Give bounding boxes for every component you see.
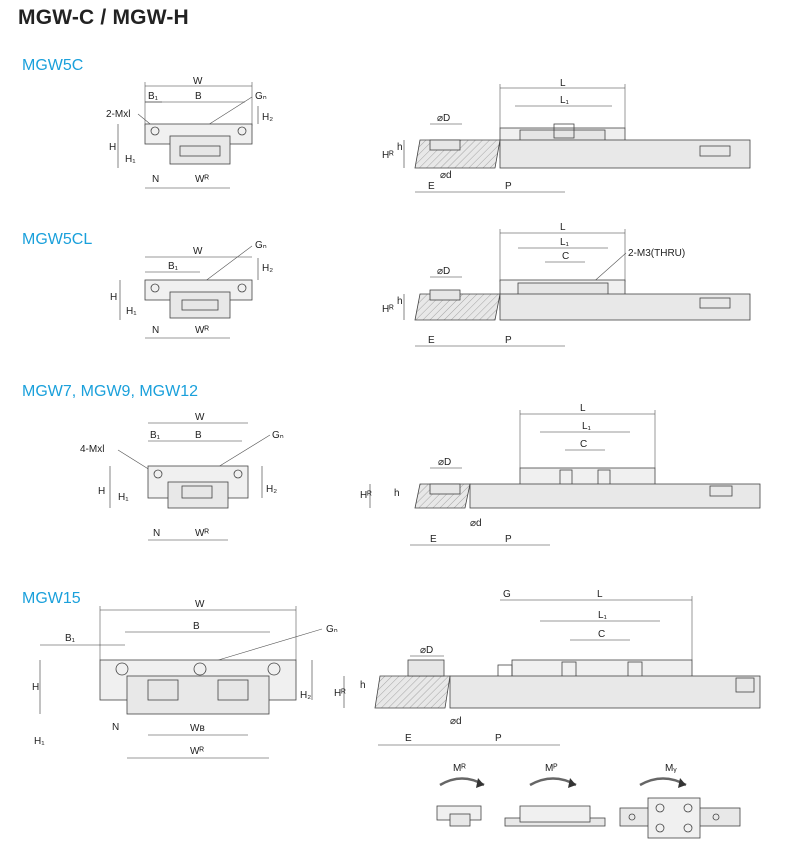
moment-mp-figure: Mᴾ [504,763,606,827]
dim-e-label: E [405,733,412,744]
dim-p-label: P [505,181,512,192]
dim-c-label: C [580,439,587,450]
dim-d-label: ⌀D [438,457,451,468]
dim-w-label: W [195,412,205,423]
mgw5c-side-view: L L₁ ⌀D Hᴿ h ⌀d E P [382,78,751,193]
moment-mr-label: Mᴿ [453,763,466,774]
dim-d-label: ⌀D [437,113,450,124]
moment-mp-label: Mᴾ [545,763,558,774]
dim-2m3-label: 2-M3(THRU) [628,248,685,259]
dim-n-label: N [112,722,119,733]
mgw15-front-view: W B B₁ Gₙ H H₁ H₂ N Wʙ Wᴿ [32,599,338,759]
dim-h-small-label: h [360,680,366,691]
dim-p-label: P [505,335,512,346]
dim-h-label: H [98,486,105,497]
dim-gn-label: Gₙ [255,240,267,251]
mgw5c-front-view: W B₁ B Gₙ 2-Mxl H H₁ H₂ N Wᴿ [106,76,273,189]
dim-l1-label: L₁ [560,95,570,106]
dim-w-label: W [193,246,203,257]
dim-b-label: B [193,621,200,632]
dim-h2-label: H₂ [300,690,311,701]
dim-h-small-label: h [397,142,403,153]
dim-l1-label: L₁ [582,421,592,432]
mgw7-side-view: L L₁ C ⌀D Hᴿ h ⌀d E P [360,403,761,546]
dim-b1-label: B₁ [150,430,161,441]
dim-dsmall-label: ⌀d [440,170,452,181]
dim-h-small-label: h [397,296,403,307]
moment-my-figure: Mᵧ [619,763,741,839]
dim-b-label: B [195,91,202,102]
dim-b1-label: B₁ [148,91,159,102]
dim-hr-label: Hᴿ [334,688,346,699]
dim-4mx-label: 4-Mxl [80,444,104,455]
dim-l-label: L [580,403,586,414]
dim-n-label: N [152,174,159,185]
dim-hr-label: Hᴿ [360,490,372,501]
dim-wb-label: Wʙ [190,723,205,734]
dim-b-label: B [195,430,202,441]
mgw5cl-front-view: W B₁ Gₙ H H₁ H₂ N Wᴿ [110,240,273,339]
moment-mr-figure: Mᴿ [436,763,485,827]
dim-dsmall-label: ⌀d [450,716,462,727]
dim-l-label: L [560,222,566,233]
dim-h-label: H [110,292,117,303]
mgw5cl-rail-section [414,293,501,321]
dim-e-label: E [428,181,435,192]
dim-b1-label: B₁ [65,633,76,644]
dim-hr-label: Hᴿ [382,304,394,315]
dim-h2-label: H₂ [262,263,273,274]
mgw15-rail-section [374,675,451,709]
dim-l-label: L [560,78,566,89]
page-title: MGW-C / MGW-H [18,6,189,29]
moment-my-label: Mᵧ [665,763,677,774]
dim-h-small-label: h [394,488,400,499]
dim-h1-label: H₁ [126,306,137,317]
section-title-mgw5cl: MGW5CL [22,231,93,248]
dim-hr-label: Hᴿ [382,150,394,161]
section-title-mgw5c: MGW5C [22,57,84,74]
mgw15-side-view: G L L₁ C ⌀D Hᴿ h ⌀d E P [334,589,761,746]
mgw7-front-view: W B₁ B Gₙ 4-Mxl H H₁ H₂ N Wᴿ [80,412,284,541]
dim-l-label: L [597,589,603,600]
dim-gn-label: Gₙ [255,91,267,102]
dim-d-label: ⌀D [437,266,450,277]
dim-e-label: E [430,534,437,545]
dim-d-label: ⌀D [420,645,433,656]
dim-h1-label: H₁ [34,736,45,747]
section-title-mgw7-9-12: MGW7, MGW9, MGW12 [22,383,198,400]
dim-c-label: C [598,629,605,640]
dim-g-label: G [503,589,511,600]
dim-wr-label: Wᴿ [195,528,209,539]
dim-n-label: N [153,528,160,539]
dim-h-label: H [32,682,39,693]
dim-l1-label: L₁ [560,237,570,248]
section-title-mgw15: MGW15 [22,590,81,607]
dim-b1-label: B₁ [168,261,179,272]
mgw5cl-side-view: L L₁ C 2-M3(THRU) ⌀D Hᴿ h E P [382,222,751,347]
dim-gn-label: Gₙ [326,624,338,635]
dim-wr-label: Wᴿ [190,746,204,757]
dim-w-label: W [193,76,203,87]
dim-dsmall-label: ⌀d [470,518,482,529]
dim-wr-label: Wᴿ [195,174,209,185]
dim-l1-label: L₁ [598,610,608,621]
dim-h2-label: H₂ [266,484,277,495]
dim-wr-label: Wᴿ [195,325,209,336]
dim-w-label: W [195,599,205,610]
dim-h-label: H [109,142,116,153]
dim-2mx-label: 2-Mxl [106,109,130,120]
dim-h2-label: H₂ [262,112,273,123]
dim-h1-label: H₁ [125,154,136,165]
dim-p-label: P [505,534,512,545]
dim-h1-label: H₁ [118,492,129,503]
dim-gn-label: Gₙ [272,430,284,441]
dim-n-label: N [152,325,159,336]
dim-e-label: E [428,335,435,346]
dim-p-label: P [495,733,502,744]
dim-c-label: C [562,251,569,262]
